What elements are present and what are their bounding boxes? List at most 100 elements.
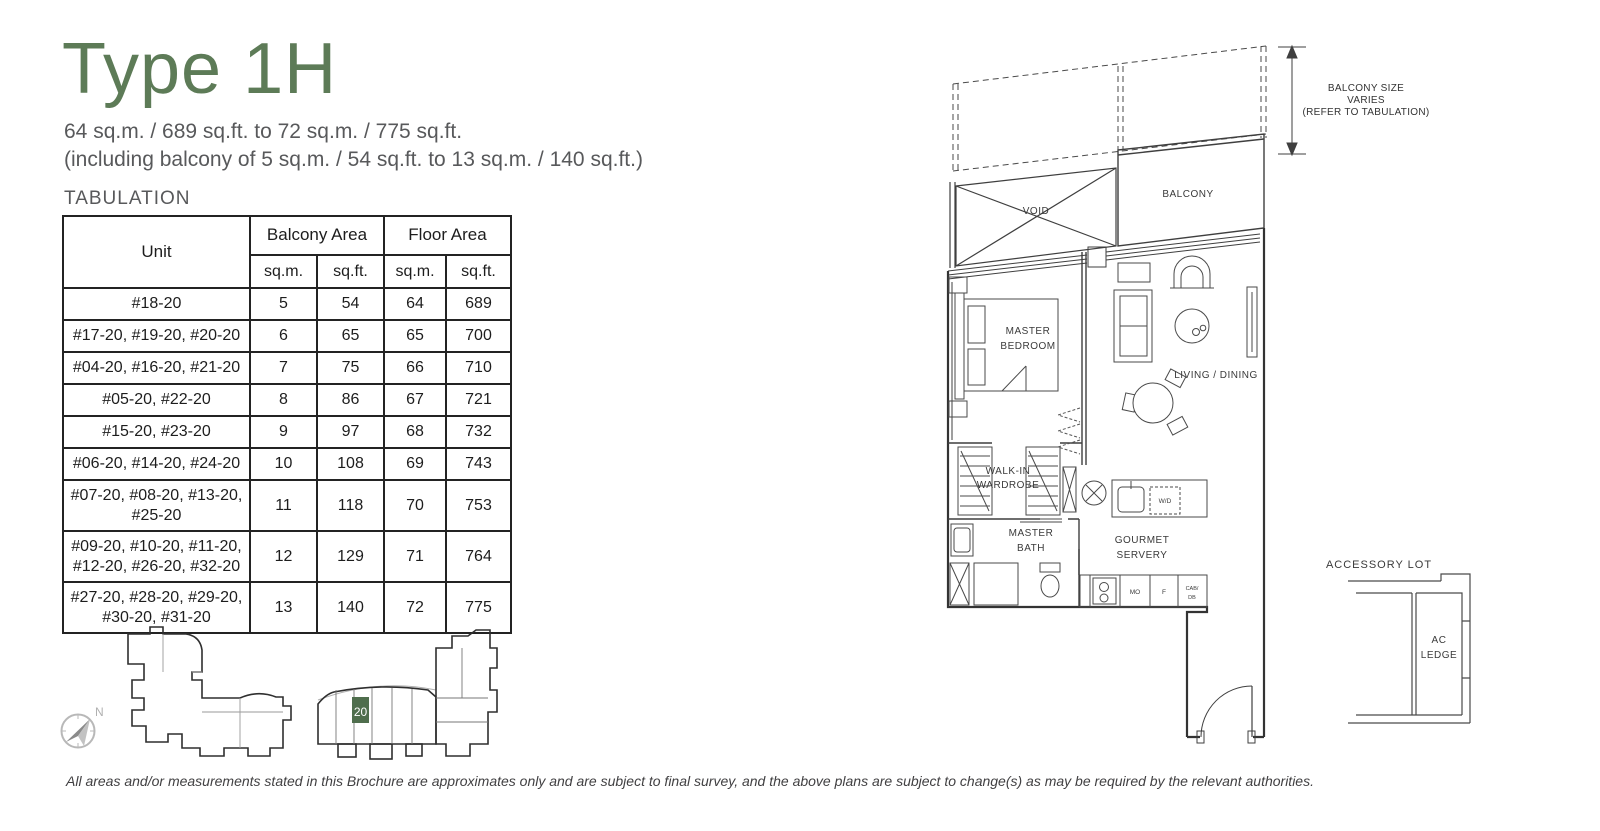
unit-cell: #05-20, #22-20 xyxy=(62,383,251,417)
balcony-dimension-arrow xyxy=(1278,44,1306,157)
balcony-sqft-cell: 54 xyxy=(316,287,385,321)
unit-20-marker-label: 20 xyxy=(354,705,368,719)
svg-text:WALK-IN: WALK-IN xyxy=(986,466,1031,477)
compass-north-icon xyxy=(60,713,96,749)
microwave-label: MO xyxy=(1130,589,1140,596)
balcony-area xyxy=(1117,133,1265,247)
balcony-sqm-cell: 11 xyxy=(249,479,318,532)
balcony-sqm-cell: 6 xyxy=(249,319,318,353)
ac-ledge-label: AC LEDGE xyxy=(1421,635,1457,661)
bed xyxy=(948,276,1059,418)
bath-column-hatch xyxy=(949,562,970,606)
floor-sqft-cell: 732 xyxy=(445,415,512,449)
keyplan-balcony-arc xyxy=(317,685,437,701)
floor-sqm-cell: 72 xyxy=(383,581,447,634)
master-bedroom-label: MASTER BEDROOM xyxy=(1000,326,1055,352)
unit-cell: #06-20, #14-20, #24-20 xyxy=(62,447,251,481)
bifold-door xyxy=(1056,407,1081,455)
svg-text:AC: AC xyxy=(1432,635,1447,646)
sink xyxy=(1117,481,1145,513)
balcony-sqm-cell: 13 xyxy=(249,581,318,634)
ceiling-fan xyxy=(1081,480,1107,506)
balcony-sqft-cell: 140 xyxy=(316,581,385,634)
floor-sqft-cell: 721 xyxy=(445,383,512,417)
entry-door xyxy=(1196,685,1256,744)
cabinet-db-label-1: CAB/ xyxy=(1186,586,1199,592)
floor-sqft-cell: 753 xyxy=(445,479,512,532)
ac-ledge-room xyxy=(1348,573,1471,724)
fridge-label: F xyxy=(1162,589,1166,596)
floor-sqm-cell: 68 xyxy=(383,415,447,449)
unit-cell: #27-20, #28-20, #29-20, #30-20, #31-20 xyxy=(62,581,251,634)
balcony-sqm-cell: 7 xyxy=(249,351,318,385)
unit-cell: #07-20, #08-20, #13-20, #25-20 xyxy=(62,479,251,532)
floor-sqm-cell: 65 xyxy=(383,319,447,353)
floor-sqm-cell: 69 xyxy=(383,447,447,481)
unit-cell: #18-20 xyxy=(62,287,251,321)
coffee-table xyxy=(1174,308,1210,344)
balcony-sqm-cell: 10 xyxy=(249,447,318,481)
page-title: Type 1H xyxy=(62,29,338,109)
right-window xyxy=(1246,286,1258,358)
keyplan-building-right xyxy=(317,629,498,760)
table-row: #17-20, #19-20, #20-20 6 65 65 700 xyxy=(62,319,512,353)
tv-console xyxy=(1117,262,1151,283)
table-row: #15-20, #23-20 9 97 68 732 xyxy=(62,415,512,449)
balcony-size-note: BALCONY SIZE VARIES (REFER TO TABULATION… xyxy=(1302,83,1429,118)
washer-dryer xyxy=(1149,486,1181,515)
floor-sqm-cell: 70 xyxy=(383,479,447,532)
floor-sqm-cell: 64 xyxy=(383,287,447,321)
floor-sqft-cell: 743 xyxy=(445,447,512,481)
balcony-sqm-cell: 12 xyxy=(249,530,318,583)
balcony-sqft-cell: 75 xyxy=(316,351,385,385)
kitchen-counter-bottom xyxy=(1079,574,1208,608)
table-row: #18-20 5 54 64 689 xyxy=(62,287,512,321)
tabulation-table: Unit Balcony Area Floor Area sq.m. sq.ft… xyxy=(62,215,512,634)
hob xyxy=(1092,577,1117,605)
balcony-label: BALCONY xyxy=(1162,189,1213,200)
walk-in-wardrobe-label: WALK-IN WARDROBE xyxy=(977,466,1039,491)
column-hatch xyxy=(1062,466,1077,513)
svg-text:GOURMET: GOURMET xyxy=(1115,535,1170,546)
balcony-sqft-cell: 97 xyxy=(316,415,385,449)
living-dining-label: LIVING / DINING xyxy=(1174,370,1258,381)
window-bands xyxy=(947,233,1261,440)
table-row: #07-20, #08-20, #13-20, #25-20 11 118 70… xyxy=(62,479,512,532)
master-bath-label: MASTER BATH xyxy=(1009,528,1053,554)
armchair xyxy=(1170,255,1214,289)
svg-text:BATH: BATH xyxy=(1017,543,1045,554)
balcony-sqft-cell: 118 xyxy=(316,479,385,532)
gourmet-servery-label: GOURMET SERVERY xyxy=(1115,535,1170,561)
subheader-balcony-sqft: sq.ft. xyxy=(316,254,385,289)
col-header-floor-area: Floor Area xyxy=(383,215,512,256)
balcony-sqft-cell: 129 xyxy=(316,530,385,583)
exterior-walls xyxy=(946,228,1266,739)
balcony-sqft-cell: 86 xyxy=(316,383,385,417)
vanity xyxy=(950,523,974,557)
interior-walls xyxy=(948,252,1087,607)
floor-sqft-cell: 764 xyxy=(445,530,512,583)
north-label: N xyxy=(95,705,104,719)
svg-text:BALCONY SIZE: BALCONY SIZE xyxy=(1328,83,1404,94)
balcony-sqft-cell: 65 xyxy=(316,319,385,353)
floor-sqft-cell: 700 xyxy=(445,319,512,353)
kitchen-counter-top xyxy=(1111,479,1208,518)
balcony-extent-dashed-lines xyxy=(952,45,1267,172)
area-range-text: 64 sq.m. / 689 sq.ft. to 72 sq.m. / 775 … xyxy=(64,120,463,143)
toilet xyxy=(1039,562,1061,598)
floor-sqm-cell: 71 xyxy=(383,530,447,583)
keyplan-building-left-divisions xyxy=(162,634,283,748)
balcony-sqm-cell: 8 xyxy=(249,383,318,417)
washer-dryer-label: W/D xyxy=(1159,498,1172,505)
unit-cell: #15-20, #23-20 xyxy=(62,415,251,449)
balcony-sqm-cell: 5 xyxy=(249,287,318,321)
table-row: #09-20, #10-20, #11-20, #12-20, #26-20, … xyxy=(62,530,512,583)
table-row: #27-20, #28-20, #29-20, #30-20, #31-20 1… xyxy=(62,581,512,634)
dining-table xyxy=(1121,368,1189,436)
subheader-balcony-sqm: sq.m. xyxy=(249,254,318,289)
floor-sqft-cell: 775 xyxy=(445,581,512,634)
floor-sqft-cell: 689 xyxy=(445,287,512,321)
keyplan-building-left xyxy=(127,626,292,757)
balcony-range-text: (including balcony of 5 sq.m. / 54 sq.ft… xyxy=(64,148,643,171)
table-row: #04-20, #16-20, #21-20 7 75 66 710 xyxy=(62,351,512,385)
